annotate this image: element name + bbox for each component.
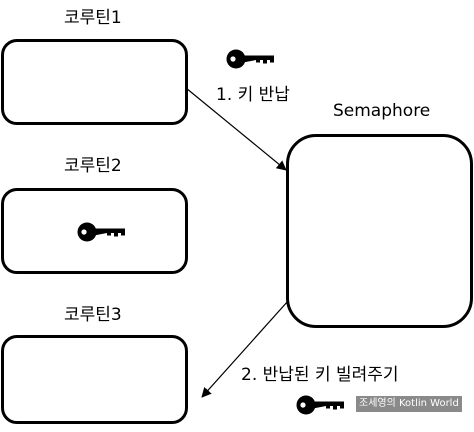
semaphore-label: Semaphore: [333, 101, 431, 121]
semaphore-box: [286, 134, 473, 328]
coroutine1-label: 코루틴1: [64, 8, 122, 28]
key-icon-returned: [226, 49, 274, 69]
coroutine2-box: [1, 188, 188, 274]
watermark: 조세영의 Kotlin World: [356, 396, 462, 412]
coroutine2-label: 코루틴2: [64, 156, 122, 176]
arrow-return-key: [185, 87, 287, 171]
key-icon-coroutine2: [77, 222, 125, 242]
coroutine3-box: [1, 335, 188, 424]
arrow-lend-key: [201, 300, 289, 398]
coroutine1-box: [1, 39, 188, 125]
step2-label: 2. 반납된 키 빌려주기: [241, 365, 399, 385]
key-icon-lent: [296, 395, 344, 415]
step1-label: 1. 키 반납: [216, 85, 290, 105]
coroutine3-label: 코루틴3: [64, 305, 122, 325]
